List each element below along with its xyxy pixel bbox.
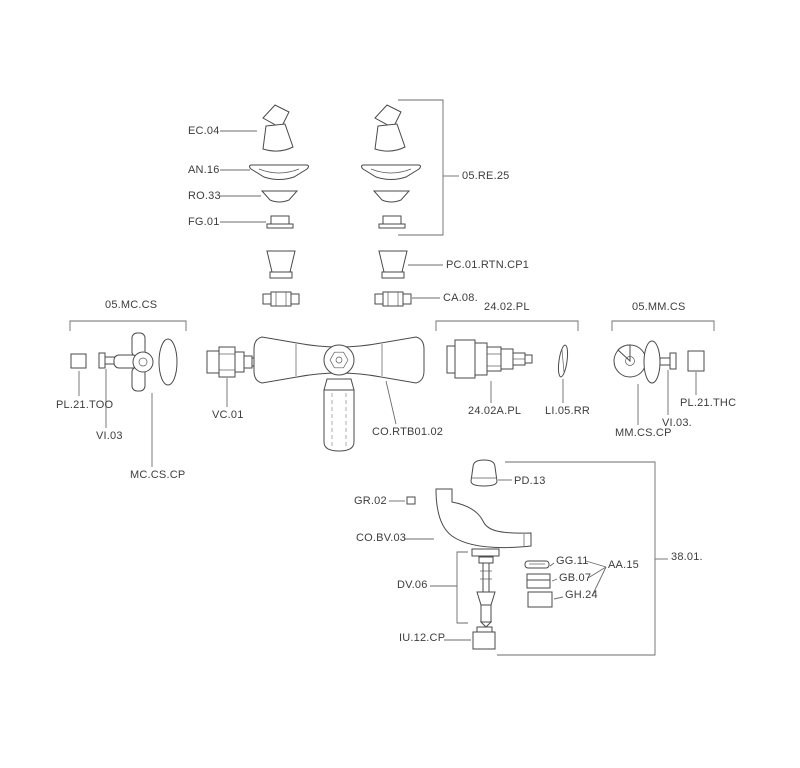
part-label-ca08: CA.08. <box>443 292 478 304</box>
part-label-gb07: GB.07 <box>559 572 592 584</box>
part-vi03-screw-drawing <box>98 352 116 369</box>
part-cortb0102-body-drawing <box>253 336 425 452</box>
part-cobv03-spout-drawing <box>435 488 532 548</box>
part-vc01-drawing <box>206 346 258 378</box>
part-gh24-drawing <box>527 591 553 608</box>
part-label-vc01: VC.01 <box>212 409 244 421</box>
part-label-ro33: RO.33 <box>188 190 221 202</box>
part-dv06-diverter-drawing <box>471 548 500 628</box>
part-gg11-drawing <box>524 560 550 569</box>
part-label-dv06: DV.06 <box>397 579 428 591</box>
part-label-fg01: FG.01 <box>188 216 220 228</box>
part-label-3801: 38.01. <box>671 551 703 563</box>
part-label-2402apl: 24.02A.PL <box>468 405 522 417</box>
part-label-aa15: AA.15 <box>608 559 639 571</box>
part-pd13-cap-drawing <box>470 459 498 487</box>
part-li05rr-clip-drawing <box>557 344 569 378</box>
part-vi03b-screw-drawing <box>659 352 677 370</box>
part-label-pl21thc: PL.21.THC <box>680 397 737 409</box>
part-pl21thc-drawing <box>687 350 705 372</box>
part-label-mmcscp: MM.CS.CP <box>615 427 672 439</box>
part-label-05mccs: 05.MC.CS <box>105 299 158 311</box>
leader-lines <box>69 99 715 656</box>
part-gr02-drawing <box>406 496 416 505</box>
part-label-pc01rtncp1: PC.01.RTN.CP1 <box>446 259 530 271</box>
part-label-mccscp: MC.CS.CP <box>130 469 186 481</box>
handle-stack-left <box>249 104 309 307</box>
part-label-05mmcs: 05.MM.CS <box>632 301 686 313</box>
part-mmcscp-handle-drawing <box>613 340 661 384</box>
part-label-cobv03: CO.BV.03 <box>356 532 407 544</box>
part-iu12cp-drawing <box>472 626 496 650</box>
part-label-cortb0102: CO.RTB01.02 <box>372 426 444 438</box>
handle-stack-right <box>361 104 421 307</box>
part-label-2402pl: 24.02.PL <box>484 301 530 313</box>
part-label-gh24: GH.24 <box>565 589 598 601</box>
part-label-pd13: PD.13 <box>514 475 546 487</box>
part-label-li05rr: LI.05.RR <box>545 405 591 417</box>
part-label-vi03b: VI.03. <box>662 417 692 429</box>
part-label-05re25: 05.RE.25 <box>462 170 510 182</box>
part-label-iu12cp: IU.12.CP <box>399 632 446 644</box>
part-2402apl-cartridge-drawing <box>446 339 533 379</box>
part-label-vi03: VI.03 <box>96 430 123 442</box>
part-label-gg11: GG.11 <box>556 555 589 567</box>
part-pl21too-drawing <box>70 353 87 369</box>
part-label-an16: AN.16 <box>188 164 220 176</box>
part-mccscp-handle-drawing <box>113 332 178 392</box>
part-label-gr02: GR.02 <box>354 495 387 507</box>
part-gb07-drawing <box>526 573 551 589</box>
part-label-pl21too: PL.21.TOO <box>56 399 114 411</box>
part-label-ec04: EC.04 <box>188 125 220 137</box>
